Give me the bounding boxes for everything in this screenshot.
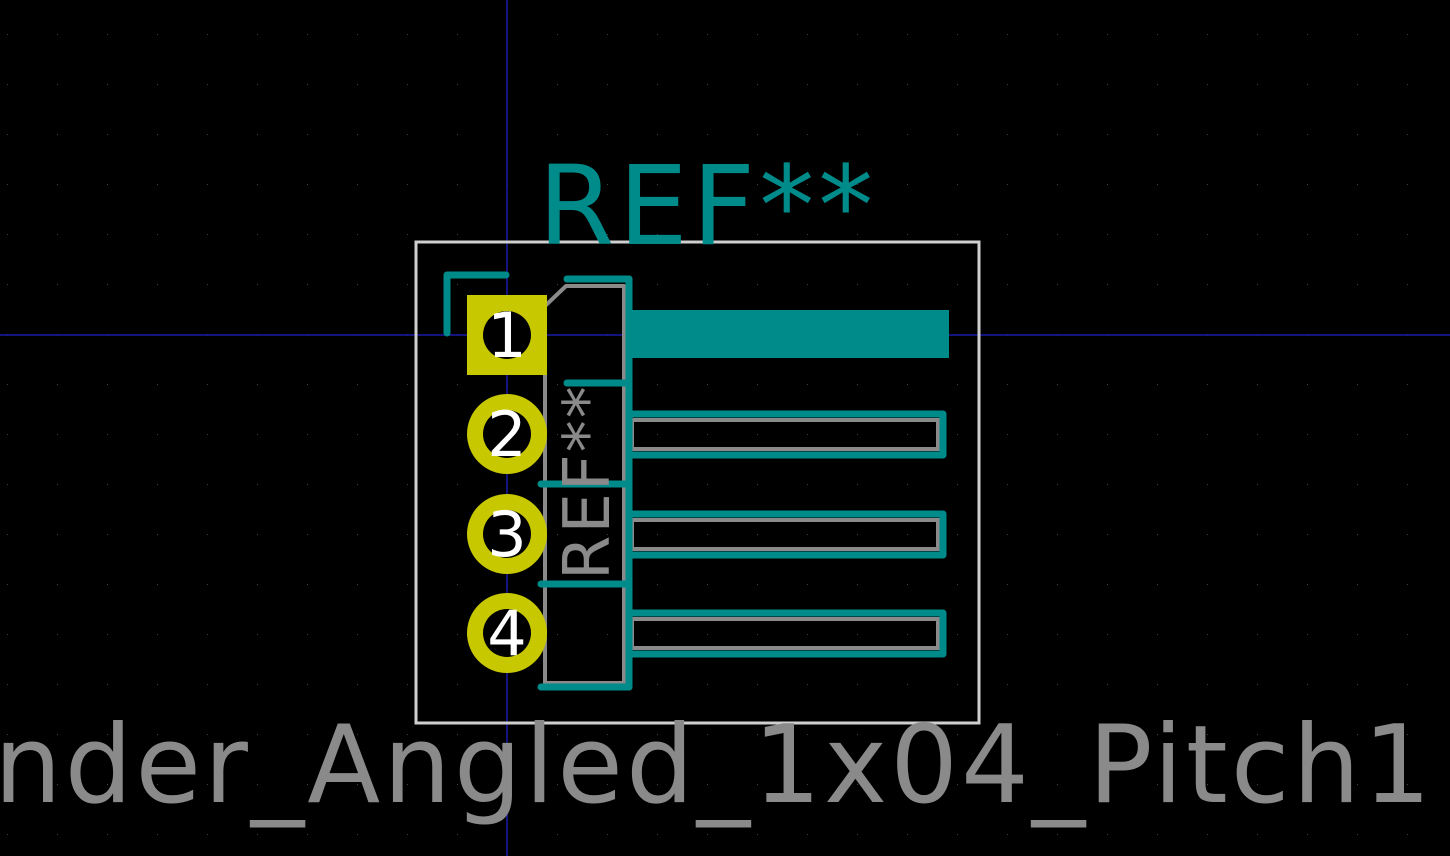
footprint-value[interactable]: nder_Angled_1x04_Pitch1 [0, 703, 1434, 828]
pad-number: 4 [487, 597, 526, 670]
fab-reference-text: REF** [551, 384, 625, 580]
reference-designator[interactable]: REF** [538, 142, 877, 270]
pad-number: 2 [487, 398, 526, 471]
pad-1[interactable]: 1 [467, 295, 547, 375]
pad-3[interactable]: 3 [467, 494, 547, 574]
pad-number: 1 [487, 299, 526, 372]
pad-2[interactable]: 2 [467, 394, 547, 474]
pad-number: 3 [487, 498, 526, 571]
courtyard-outline [414, 240, 981, 725]
pad-4[interactable]: 4 [467, 593, 547, 673]
silkscreen-pin1-bar [629, 310, 949, 358]
